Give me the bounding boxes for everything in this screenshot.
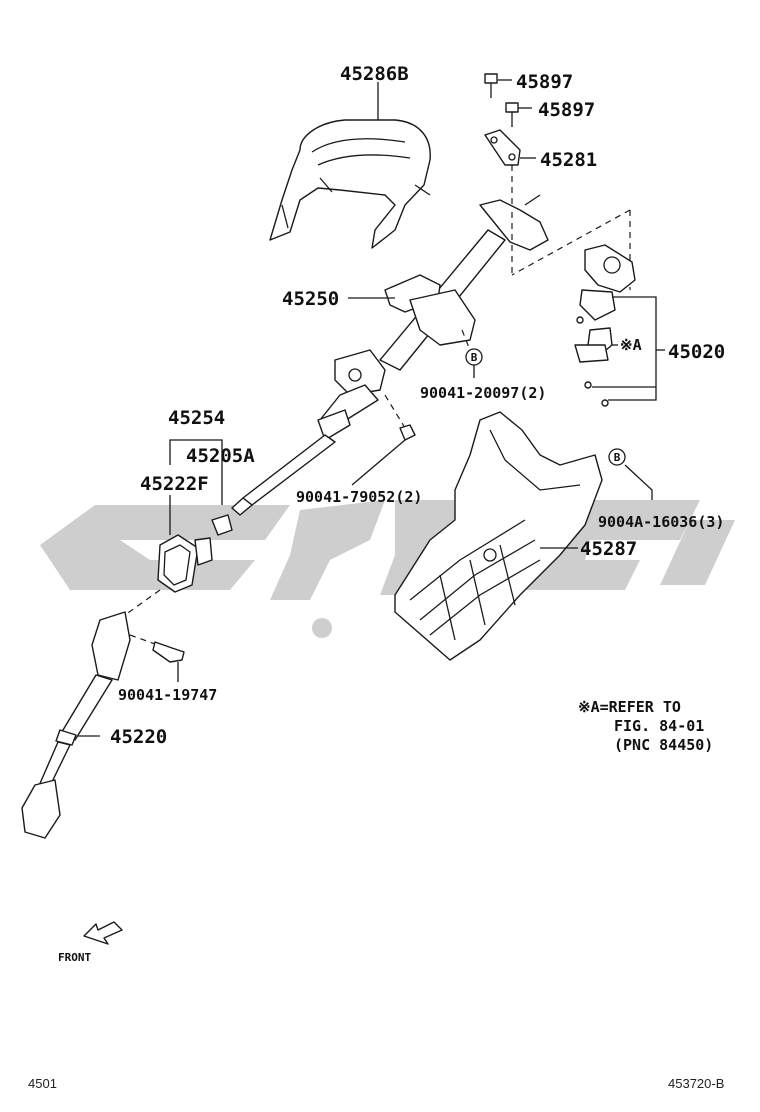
front-label: FRONT bbox=[58, 951, 91, 964]
dashed-guide-column bbox=[511, 209, 631, 276]
note-line-1: ※A=REFER TO bbox=[578, 698, 681, 716]
bracket-45020 bbox=[608, 296, 657, 401]
steering-main-shaft[interactable] bbox=[231, 434, 336, 516]
joint-45205A[interactable] bbox=[211, 514, 233, 536]
boot-45222F[interactable] bbox=[157, 534, 213, 593]
label-45250: 45250 bbox=[282, 288, 339, 310]
bolt-45897-a[interactable] bbox=[484, 73, 498, 98]
label-45286B: 45286B bbox=[340, 63, 409, 85]
leader-16036 bbox=[624, 464, 653, 500]
label-45020: 45020 bbox=[668, 341, 725, 363]
note-line-3: (PNC 84450) bbox=[614, 736, 713, 754]
bolt-45897-b[interactable] bbox=[505, 102, 519, 127]
svg-text:B: B bbox=[471, 351, 478, 364]
label-ref-a: ※A bbox=[620, 336, 642, 354]
label-45281: 45281 bbox=[540, 149, 597, 171]
dashed-guide-19747 bbox=[129, 634, 159, 646]
front-arrow-icon bbox=[83, 921, 123, 945]
callout-b-1: B bbox=[465, 348, 483, 366]
bracket-45281[interactable] bbox=[484, 129, 521, 166]
label-90041-19747: 90041-19747 bbox=[118, 686, 217, 704]
label-45287: 45287 bbox=[580, 538, 637, 560]
label-45222F: 45222F bbox=[140, 473, 209, 495]
label-90041-20097: 90041-20097(2) bbox=[420, 384, 546, 402]
svg-text:B: B bbox=[614, 451, 621, 464]
label-90041-79052: 90041-79052(2) bbox=[296, 488, 422, 506]
footer-right: 453720-B bbox=[668, 1076, 724, 1091]
label-45205A: 45205A bbox=[186, 445, 255, 467]
reference-note: ※A=REFER TO FIG. 84-01 (PNC 84450) bbox=[578, 698, 713, 754]
intermediate-shaft-45220[interactable] bbox=[21, 611, 131, 839]
dashed-guide-20097 bbox=[461, 329, 471, 351]
note-line-2: FIG. 84-01 bbox=[614, 717, 704, 735]
dashed-guide-79052 bbox=[384, 394, 406, 429]
label-45254: 45254 bbox=[168, 407, 225, 429]
bolt-90041-19747[interactable] bbox=[152, 641, 185, 663]
steering-column-45250[interactable] bbox=[317, 194, 549, 441]
label-45897-a: 45897 bbox=[516, 71, 573, 93]
column-cover-lower-45287[interactable] bbox=[394, 411, 603, 661]
column-cover-upper[interactable] bbox=[269, 119, 431, 249]
dashed-guide-shaft bbox=[124, 589, 161, 616]
ignition-switch-45020[interactable] bbox=[574, 244, 636, 407]
footer-left: 4501 bbox=[28, 1076, 57, 1091]
label-45220: 45220 bbox=[110, 726, 167, 748]
label-45897-b: 45897 bbox=[538, 99, 595, 121]
bracket-45254 bbox=[169, 439, 223, 505]
nut-90041-79052[interactable] bbox=[399, 424, 416, 441]
callout-b-2: B bbox=[608, 448, 626, 466]
leader-79052 bbox=[351, 439, 406, 486]
label-9004A-16036: 9004A-16036(3) bbox=[598, 513, 724, 531]
